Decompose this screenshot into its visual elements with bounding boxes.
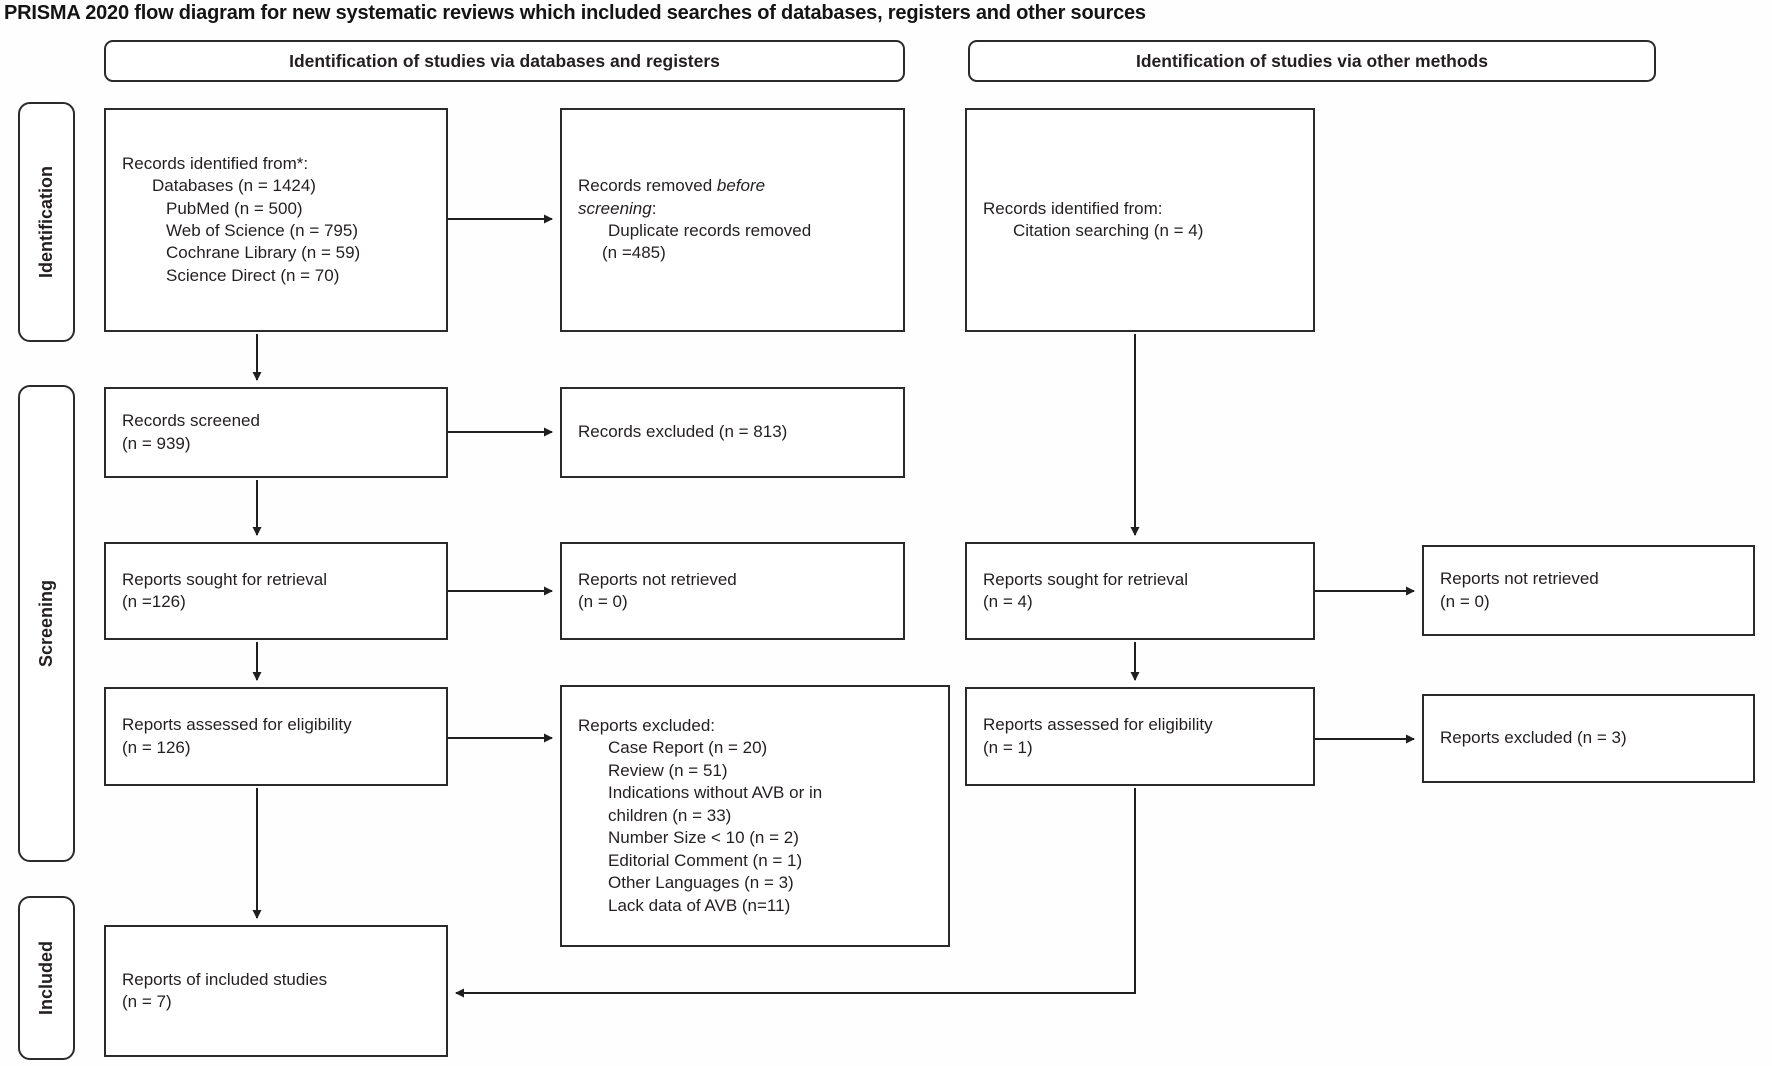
- box-line: Number Size < 10 (n = 2): [608, 828, 799, 848]
- records-removed-suffix: :: [651, 198, 657, 218]
- box-line: Records screened: [122, 411, 260, 431]
- box-reports-not-retrieved-other: Reports not retrieved (n = 0): [1422, 545, 1755, 636]
- box-line: Indications without AVB or in: [608, 783, 823, 803]
- box-records-identified-databases: Records identified from*: Databases (n =…: [104, 108, 448, 332]
- header-other-methods-label: Identification of studies via other meth…: [1136, 50, 1488, 71]
- header-databases-registers-label: Identification of studies via databases …: [289, 50, 720, 71]
- box-line: Other Languages (n = 3): [608, 873, 794, 893]
- box-line: Case Report (n = 20): [608, 738, 768, 758]
- box-line: Reports of included studies: [122, 969, 328, 989]
- box-line: Reports sought for retrieval: [983, 569, 1189, 589]
- box-line: Editorial Comment (n = 1): [608, 850, 803, 870]
- box-line: Reports not retrieved: [1440, 569, 1599, 589]
- header-databases-registers: Identification of studies via databases …: [104, 40, 905, 82]
- box-line: Records identified from:: [983, 198, 1163, 218]
- header-other-methods: Identification of studies via other meth…: [968, 40, 1656, 82]
- box-line: Reports assessed for eligibility: [122, 715, 352, 735]
- box-records-identified-other: Records identified from: Citation search…: [965, 108, 1315, 332]
- records-removed-italic-2: screening: [578, 198, 652, 218]
- box-line: Science Direct (n = 70): [166, 265, 340, 285]
- box-reports-excluded-other: Reports excluded (n = 3): [1422, 694, 1755, 783]
- box-reports-sought-databases: Reports sought for retrieval (n =126): [104, 542, 448, 640]
- box-line: Reports excluded:: [578, 716, 716, 736]
- box-line: Reports sought for retrieval: [122, 569, 328, 589]
- box-line: (n = 0): [1440, 591, 1490, 611]
- box-reports-of-included-studies: Reports of included studies (n = 7): [104, 925, 448, 1057]
- box-line: Reports assessed for eligibility: [983, 715, 1213, 735]
- box-reports-excluded-detail: Reports excluded: Case Report (n = 20) R…: [560, 685, 950, 947]
- box-line: Web of Science (n = 795): [166, 221, 358, 240]
- box-line: PubMed (n = 500): [166, 198, 303, 218]
- box-reports-assessed-databases: Reports assessed for eligibility (n = 12…: [104, 687, 448, 786]
- box-line: Reports excluded (n = 3): [1440, 728, 1627, 748]
- box-line: (n = 4): [983, 592, 1033, 611]
- diagram-title: PRISMA 2020 flow diagram for new systema…: [4, 2, 1146, 24]
- box-line: (n = 1): [983, 737, 1033, 757]
- stage-identification: Identification: [18, 102, 75, 342]
- box-line: Records identified from*:: [122, 153, 309, 173]
- box-line: Citation searching (n = 4): [1013, 221, 1204, 240]
- stage-included: Included: [18, 896, 75, 1060]
- records-removed-italic-1: before: [716, 176, 766, 196]
- box-line: Databases (n = 1424): [152, 176, 316, 196]
- box-line: Records removed before screening:: [578, 175, 895, 220]
- box-line: children (n = 33): [608, 805, 732, 825]
- records-removed-prefix: Records removed: [578, 176, 717, 196]
- box-line: Review (n = 51): [608, 760, 728, 780]
- box-line: (n = 939): [122, 433, 191, 453]
- box-line: (n = 7): [122, 992, 172, 1011]
- box-line: (n =126): [122, 592, 186, 611]
- box-line: (n =485): [602, 243, 666, 263]
- box-records-excluded: Records excluded (n = 813): [560, 387, 905, 478]
- box-line: (n = 126): [122, 737, 191, 757]
- box-line: Cochrane Library (n = 59): [166, 243, 361, 263]
- box-reports-sought-other: Reports sought for retrieval (n = 4): [965, 542, 1315, 640]
- stage-screening: Screening: [18, 385, 75, 862]
- box-reports-not-retrieved-databases: Reports not retrieved (n = 0): [560, 542, 905, 640]
- box-line: Duplicate records removed: [608, 221, 812, 240]
- box-records-removed-before-screening: Records removed before screening: Duplica…: [560, 108, 905, 332]
- box-reports-assessed-other: Reports assessed for eligibility (n = 1): [965, 687, 1315, 786]
- box-line: Lack data of AVB (n=11): [608, 895, 791, 915]
- stage-screening-label: Screening: [36, 579, 56, 668]
- box-line: Records excluded (n = 813): [578, 422, 788, 442]
- stage-included-label: Included: [36, 940, 56, 1015]
- box-line: Reports not retrieved: [578, 569, 737, 589]
- stage-identification-label: Identification: [36, 166, 56, 278]
- box-records-screened: Records screened (n = 939): [104, 387, 448, 478]
- box-line: (n = 0): [578, 592, 628, 611]
